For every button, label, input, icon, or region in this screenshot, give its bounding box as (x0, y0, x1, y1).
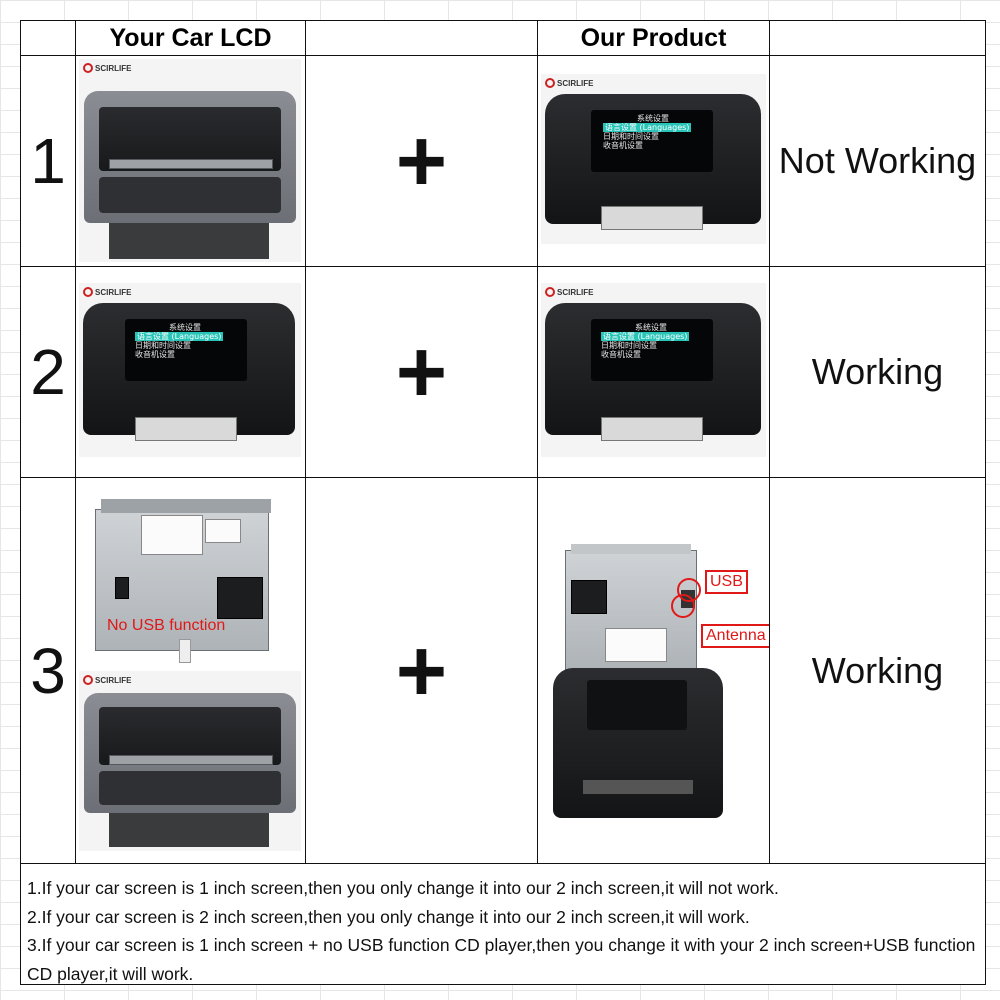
two-inch-screen-photo: SCIRLIFE 系统设置 语言设置 (Languages) 日期和时间设置 收… (541, 74, 766, 244)
usb-callout: USB (705, 570, 748, 594)
row2-product-cell: SCIRLIFE 系统设置 语言设置 (Languages) 日期和时间设置 收… (537, 266, 770, 478)
row2-car-lcd-cell: SCIRLIFE 系统设置 语言设置 (Languages) 日期和时间设置 收… (75, 266, 306, 478)
menu-item-datetime: 日期和时间设置 (603, 132, 659, 141)
cd-player-no-usb-photo: No USB function (81, 491, 297, 663)
brand-logo: SCIRLIFE (545, 78, 593, 88)
row-number-2: 2 (20, 266, 76, 478)
row3-car-lcd-cell: No USB function SCIRLIFE (75, 477, 306, 864)
antenna-callout: Antenna (701, 624, 771, 648)
row2-status: Working (769, 266, 986, 478)
brand-logo: SCIRLIFE (83, 675, 131, 685)
menu-item-datetime: 日期和时间设置 (135, 341, 191, 350)
note-1: 1.If your car screen is 1 inch screen,th… (27, 878, 779, 898)
header-blank-cell (20, 20, 76, 56)
row3-product-cell: USB Antenna (537, 477, 771, 864)
header-our-product: Our Product (537, 20, 770, 56)
note-2: 2.If your car screen is 2 inch screen,th… (27, 906, 750, 927)
header-blank-cell (305, 20, 538, 56)
one-inch-screen-photo: SCIRLIFE (79, 671, 301, 851)
brand-logo: SCIRLIFE (545, 287, 593, 297)
menu-item-languages: 语言设置 (Languages) (603, 123, 692, 132)
menu-item-radio: 收音机设置 (603, 141, 643, 150)
menu-title: 系统设置 (169, 323, 201, 332)
row-number-1: 1 (20, 55, 76, 267)
notes-box: 1.If your car screen is 1 inch screen,th… (20, 863, 986, 985)
row-number-3: 3 (20, 477, 76, 864)
menu-item-languages: 语言设置 (Languages) (601, 332, 690, 341)
menu-item-radio: 收音机设置 (135, 350, 175, 359)
no-usb-label: No USB function (107, 617, 226, 634)
menu-title: 系统设置 (637, 114, 669, 123)
row1-status: Not Working (769, 55, 986, 267)
header-your-car-lcd: Your Car LCD (75, 20, 306, 56)
plus-sign: + (305, 55, 538, 267)
plus-sign: + (305, 266, 538, 478)
note-3: 3.If your car screen is 1 inch screen + … (27, 935, 976, 984)
row3-status: Working (769, 477, 986, 864)
plus-sign: + (305, 477, 538, 864)
brand-logo: SCIRLIFE (83, 63, 131, 73)
one-inch-screen-photo: SCIRLIFE (79, 59, 301, 262)
menu-title: 系统设置 (635, 323, 667, 332)
menu-item-languages: 语言设置 (Languages) (135, 332, 224, 341)
header-blank-cell (769, 20, 986, 56)
menu-item-datetime: 日期和时间设置 (601, 341, 657, 350)
two-inch-screen-photo: SCIRLIFE 系统设置 语言设置 (Languages) 日期和时间设置 收… (79, 283, 301, 457)
menu-item-radio: 收音机设置 (601, 350, 641, 359)
row1-car-lcd-cell: SCIRLIFE (75, 55, 306, 267)
row1-product-cell: SCIRLIFE 系统设置 语言设置 (Languages) 日期和时间设置 收… (537, 55, 770, 267)
brand-logo: SCIRLIFE (83, 287, 131, 297)
two-inch-screen-photo: SCIRLIFE 系统设置 语言设置 (Languages) 日期和时间设置 收… (541, 283, 766, 457)
